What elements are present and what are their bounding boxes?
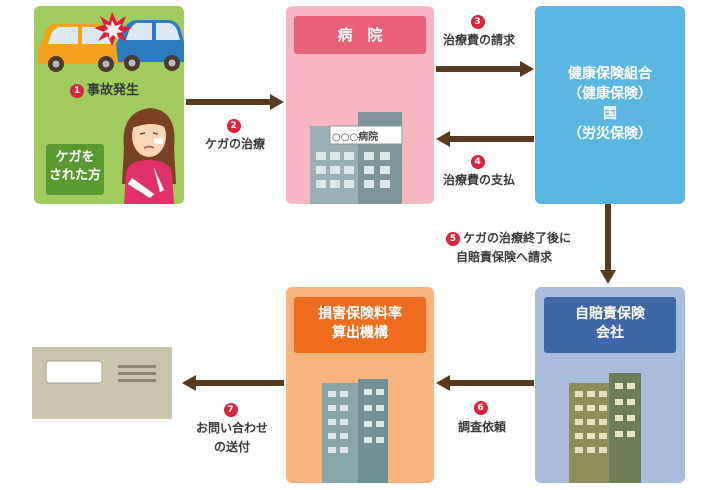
step-1-badge: 1 (70, 84, 84, 98)
step-2-caption: 2 ケガの治療 (205, 118, 265, 152)
insurer-panel: 健康保険組合 （健康保険） 国 （労災保険） (535, 6, 685, 204)
step-5-badge: 5 (446, 232, 460, 246)
arrow-liability-to-rating (450, 380, 534, 386)
injured-woman-icon (114, 98, 184, 204)
step-7-badge: 7 (224, 403, 238, 417)
step-2-badge: 2 (227, 119, 241, 133)
step-3-badge: 3 (471, 15, 485, 29)
car-crash-icon (34, 6, 184, 81)
insurer-label: 健康保険組合 （健康保険） 国 （労災保険） (535, 64, 685, 144)
accident-label: 事故発生 (87, 83, 139, 98)
rating-org-panel: 損害保険料率 算出機構 (286, 287, 434, 483)
envelope-icon (32, 347, 172, 419)
hospital-panel: 病 院 ○○○病院 (286, 6, 434, 204)
step-6-badge: 6 (474, 401, 488, 415)
liability-company-label: 自賠責保険 会社 (544, 297, 676, 353)
arrow-insurer-to-hospital (450, 136, 534, 142)
arrow-insurer-to-liability (605, 204, 611, 270)
hospital-title: 病 院 (294, 16, 426, 54)
step-7-caption: 7 お問い合わせ の送付 (196, 400, 268, 457)
office-building-icon (322, 379, 402, 483)
step-3-caption: 3 治療費の請求 (443, 14, 515, 48)
hospital-sign: ○○○病院 (332, 128, 378, 143)
arrow-rating-to-envelope (196, 380, 284, 386)
step-6-caption: 6 調査依頼 (458, 400, 506, 435)
rating-org-label: 損害保険料率 算出機構 (294, 297, 426, 353)
arrow-hospital-to-insurer (436, 66, 520, 72)
injured-person-label: ケガを された方 (46, 144, 104, 195)
hospital-building-icon (300, 104, 420, 204)
liability-company-panel: 自賠責保険 会社 (535, 287, 685, 483)
arrow-accident-to-hospital (186, 99, 270, 105)
step-4-badge: 4 (471, 155, 485, 169)
office-building-icon (569, 373, 649, 483)
step-4-caption: 4 治療費の支払 (443, 154, 515, 188)
